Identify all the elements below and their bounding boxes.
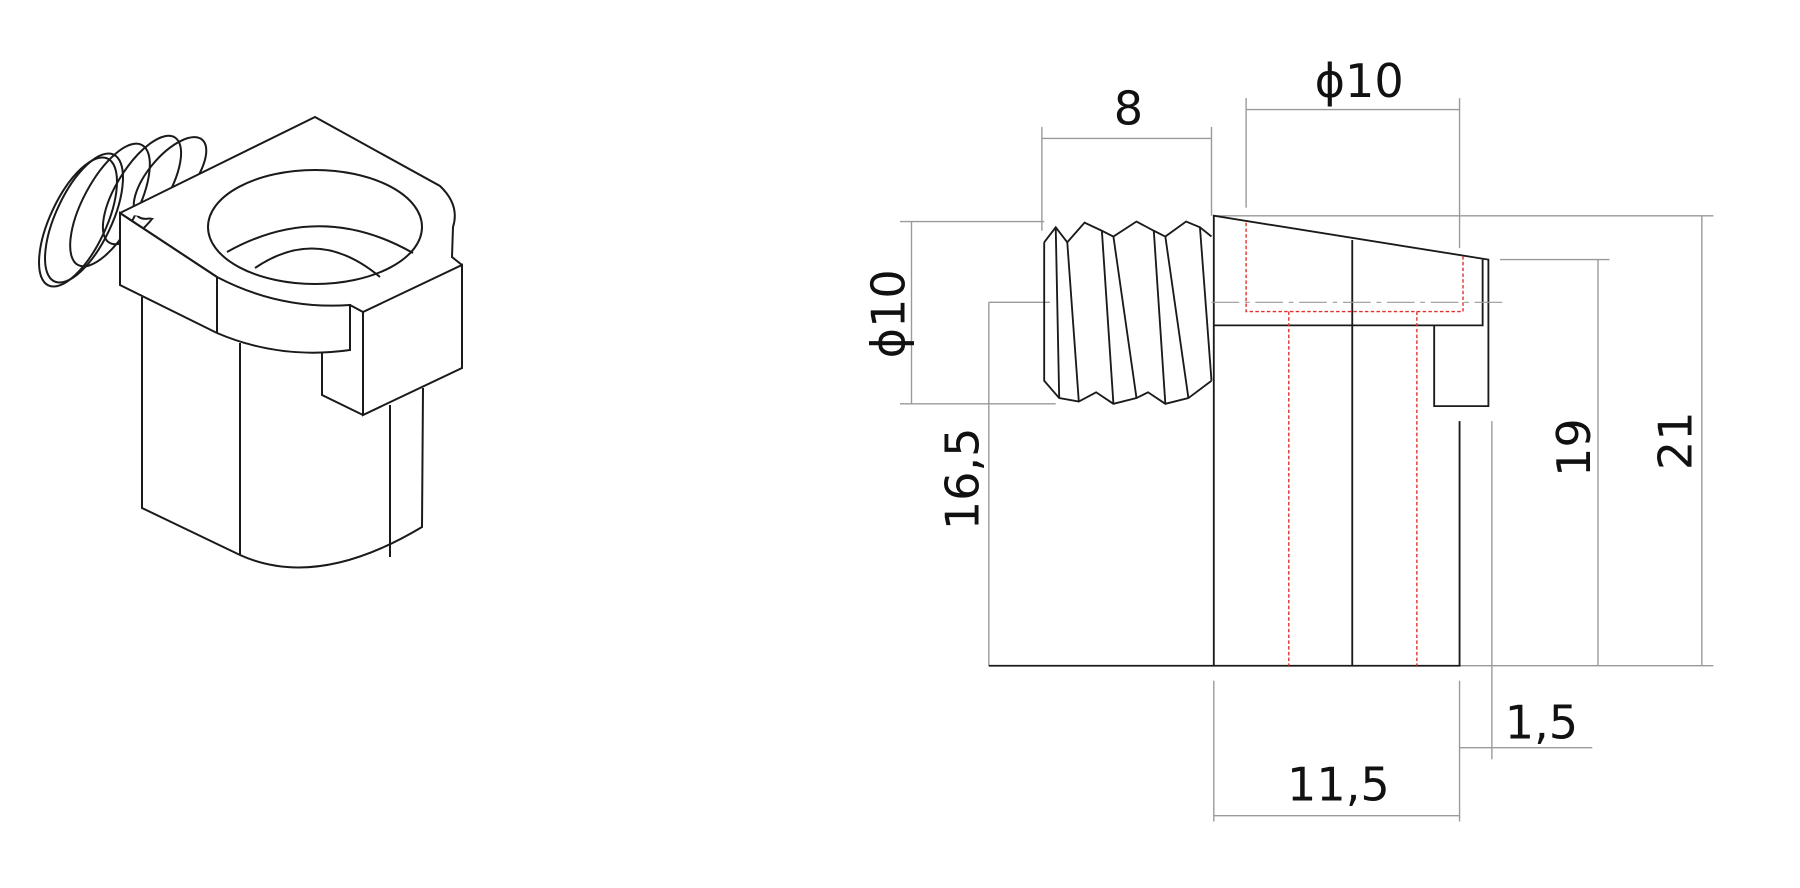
dim-step-height: 19 bbox=[1547, 418, 1601, 477]
hole-inner bbox=[254, 247, 381, 278]
dim-thread-length: 8 bbox=[1114, 82, 1143, 136]
dim-body-width: 11,5 bbox=[1287, 758, 1390, 812]
dimension-lines bbox=[899, 98, 1714, 822]
body-outline bbox=[988, 214, 1490, 667]
dim-axis-height: 16,5 bbox=[935, 427, 989, 530]
front-view: 8 ϕ10 ϕ10 16,5 19 21 1,5 11,5 bbox=[862, 54, 1714, 822]
isometric-view bbox=[38, 115, 463, 569]
hole-outer bbox=[207, 169, 423, 285]
dim-thread-diameter: ϕ10 bbox=[862, 269, 916, 358]
thread bbox=[1043, 220, 1213, 405]
dim-total-height: 21 bbox=[1648, 411, 1702, 470]
hidden-lines bbox=[1245, 222, 1464, 666]
hole-step bbox=[226, 225, 414, 254]
dim-hole-diameter: ϕ10 bbox=[1315, 54, 1404, 108]
dim-lip-offset: 1,5 bbox=[1505, 695, 1578, 749]
